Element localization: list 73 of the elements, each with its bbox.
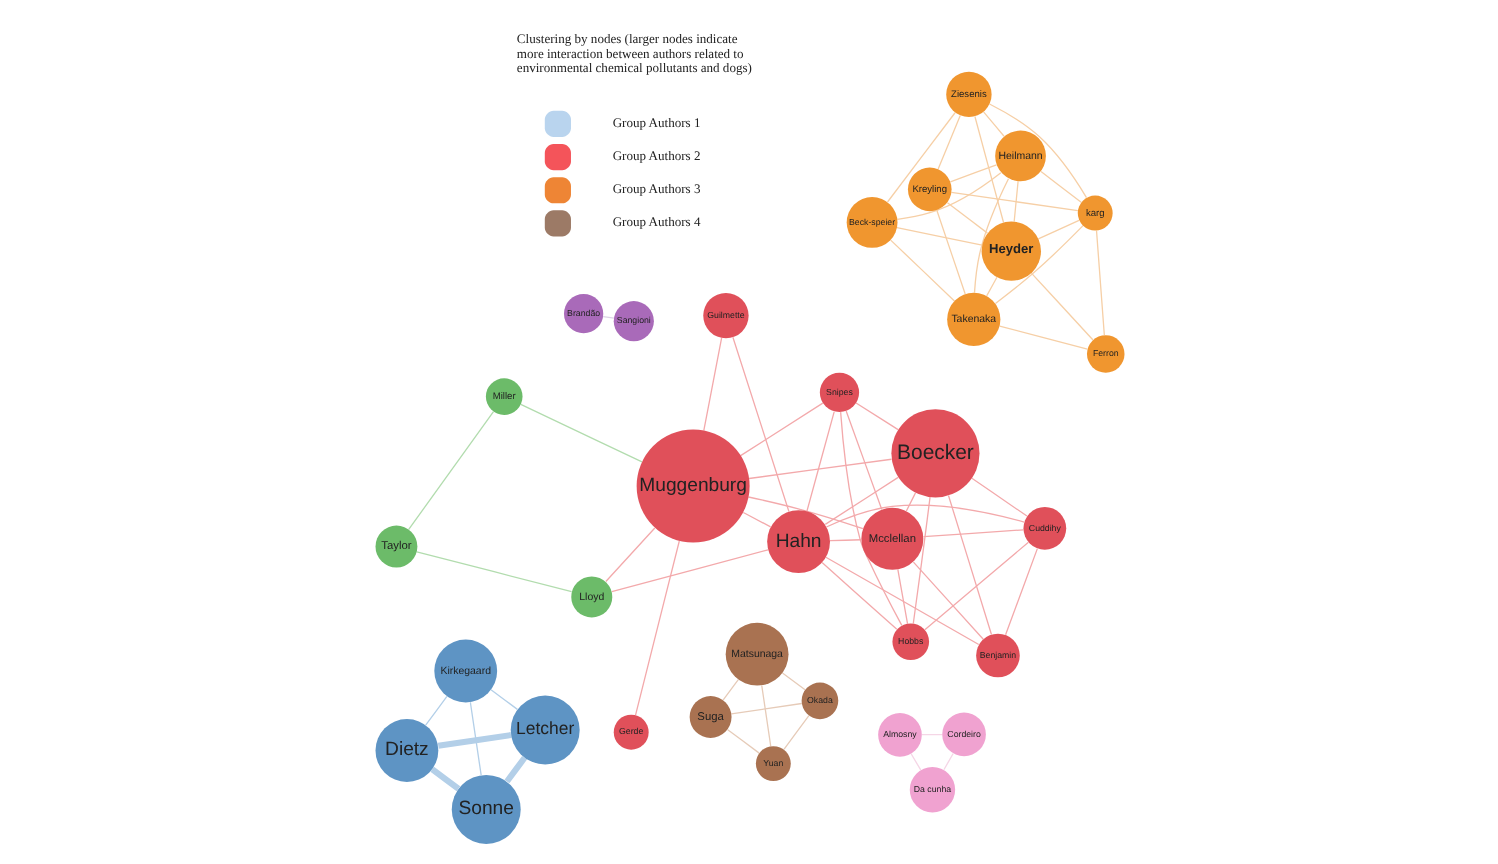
connector	[604, 527, 655, 583]
connector	[973, 115, 1004, 224]
connector	[1039, 170, 1081, 203]
connector	[424, 695, 447, 726]
connector	[923, 541, 1029, 631]
node-circle: Dietz	[374, 719, 438, 782]
connector	[828, 539, 861, 542]
connector	[909, 753, 921, 771]
connector	[746, 496, 863, 530]
connector	[1012, 180, 1018, 223]
node-circle: Hahn	[766, 510, 829, 574]
connector	[993, 225, 1083, 305]
connector	[739, 402, 823, 457]
connector	[904, 492, 916, 512]
connector	[468, 701, 481, 776]
node-circle: Boecker	[890, 409, 979, 498]
connector	[921, 529, 1024, 538]
connector	[942, 752, 953, 771]
connector	[760, 684, 771, 747]
connector	[1029, 272, 1093, 341]
connector	[721, 678, 738, 701]
connector	[503, 755, 527, 784]
connector	[823, 476, 898, 526]
connector	[782, 715, 809, 750]
connector	[895, 226, 982, 246]
connector	[729, 702, 802, 715]
node-circle: Muggenburg	[635, 429, 749, 543]
connector	[985, 276, 997, 297]
connector	[972, 178, 1009, 294]
connector	[854, 402, 898, 431]
connector	[726, 729, 759, 754]
connector	[407, 410, 494, 531]
connector	[945, 202, 988, 234]
connector	[981, 111, 1004, 137]
connector	[820, 561, 897, 630]
connector	[889, 239, 955, 302]
connector	[911, 496, 930, 625]
connector	[415, 551, 572, 593]
connector	[920, 733, 942, 736]
connector	[896, 569, 908, 625]
connector	[948, 164, 997, 183]
connector	[731, 336, 789, 513]
connector	[946, 494, 992, 636]
connector	[936, 114, 960, 170]
connector	[998, 325, 1088, 350]
connector	[610, 549, 768, 593]
connector	[436, 732, 511, 749]
connector	[805, 410, 834, 512]
connector	[780, 672, 805, 691]
connector	[741, 511, 771, 528]
connector	[895, 172, 1001, 221]
connector	[824, 556, 979, 646]
connector	[489, 689, 518, 711]
connector	[1094, 229, 1104, 336]
connector	[949, 191, 1078, 212]
connector	[987, 103, 1087, 199]
node-circle: Sonne	[450, 774, 520, 844]
connector	[824, 504, 1024, 528]
connector	[1036, 219, 1079, 240]
connector	[970, 477, 1027, 517]
connector	[519, 403, 642, 463]
connector	[839, 411, 902, 627]
connector	[429, 766, 460, 792]
connector	[844, 410, 882, 511]
connector	[885, 112, 955, 203]
connector	[601, 315, 614, 319]
connector	[747, 458, 892, 480]
node-circle: Letcher	[509, 695, 579, 765]
connector	[633, 540, 679, 716]
connector	[702, 337, 722, 432]
connector	[1003, 547, 1037, 636]
connector	[935, 209, 965, 295]
connector	[911, 561, 983, 640]
